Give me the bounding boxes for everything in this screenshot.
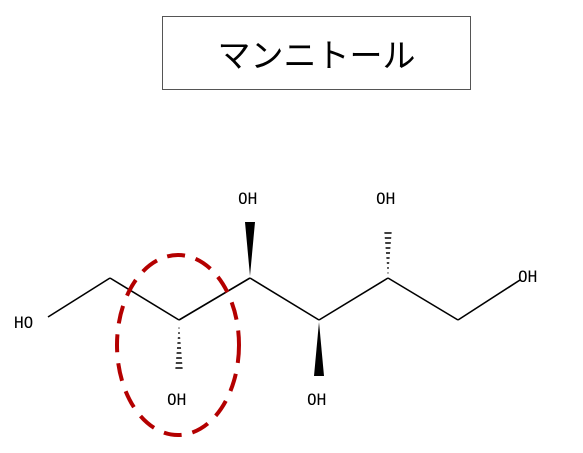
compound-name: マンニトール	[217, 36, 416, 75]
bond-c2-c3	[178, 277, 251, 321]
highlight-ellipse	[115, 253, 241, 437]
bond-c4-c5	[318, 277, 389, 321]
hashed-bond-c5	[384, 232, 392, 274]
bond-c5-c6	[387, 277, 459, 321]
bond-c6-o6	[457, 279, 521, 321]
bond-o1-c1	[47, 277, 111, 318]
bond-c3-c4	[249, 277, 320, 321]
atom-label-oh-c5: OH	[376, 189, 395, 208]
bond-c1-c2	[109, 277, 180, 321]
atom-label-ho-left: HO	[14, 313, 33, 332]
atom-label-oh-c4: OH	[307, 390, 326, 409]
wedge-bond-c4	[314, 322, 324, 376]
compound-name-box: マンニトール	[162, 16, 471, 90]
atom-label-oh-c3: OH	[238, 189, 257, 208]
atom-label-oh-right: OH	[518, 267, 537, 286]
backbone-bonds	[47, 277, 521, 321]
wedge-bond-c3	[245, 222, 255, 276]
atom-label-oh-c2: OH	[167, 390, 186, 409]
hashed-bond-c2	[175, 327, 183, 369]
